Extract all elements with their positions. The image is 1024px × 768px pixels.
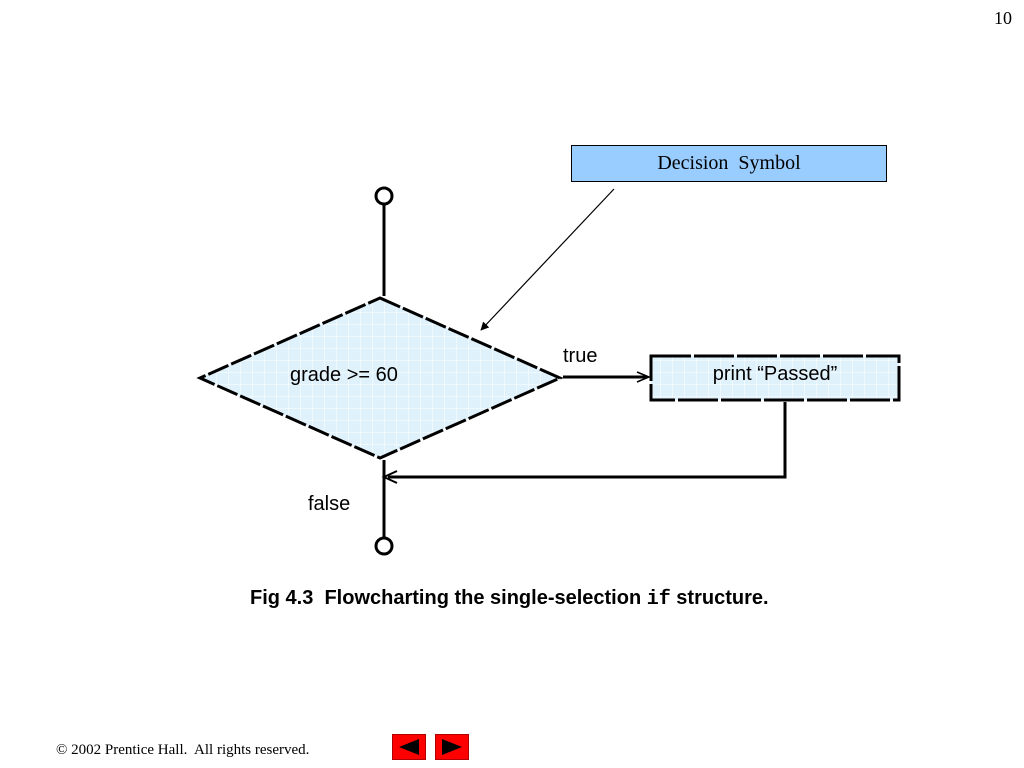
copyright-footer: © 2002 Prentice Hall. All rights reserve… bbox=[56, 742, 310, 758]
action-text: print “Passed” bbox=[712, 363, 838, 385]
true-branch-label: true bbox=[563, 345, 598, 367]
end-terminal bbox=[374, 536, 394, 556]
previous-slide-button[interactable] bbox=[392, 734, 426, 760]
decision-condition-text: grade >= 60 bbox=[290, 364, 398, 386]
figure-caption: Fig 4.3 Flowcharting the single-selectio… bbox=[250, 587, 769, 611]
decision-diamond bbox=[196, 296, 564, 460]
start-terminal bbox=[374, 186, 394, 206]
triangle-right-icon bbox=[442, 739, 462, 755]
false-branch-label: false bbox=[308, 493, 351, 515]
next-slide-button[interactable] bbox=[435, 734, 469, 760]
callout-pointer-arrow bbox=[480, 188, 615, 331]
caption-suffix: structure. bbox=[670, 587, 769, 609]
true-flow-arrowhead bbox=[636, 371, 651, 383]
decision-symbol-callout: Decision Symbol bbox=[571, 145, 887, 182]
return-flow-line bbox=[388, 402, 787, 479]
triangle-left-icon bbox=[399, 739, 419, 755]
slide-number: 10 bbox=[994, 8, 1012, 28]
action-rectangle bbox=[649, 354, 901, 402]
caption-code: if bbox=[646, 588, 671, 611]
caption-prefix: Fig 4.3 Flowcharting the single-selectio… bbox=[250, 587, 647, 609]
